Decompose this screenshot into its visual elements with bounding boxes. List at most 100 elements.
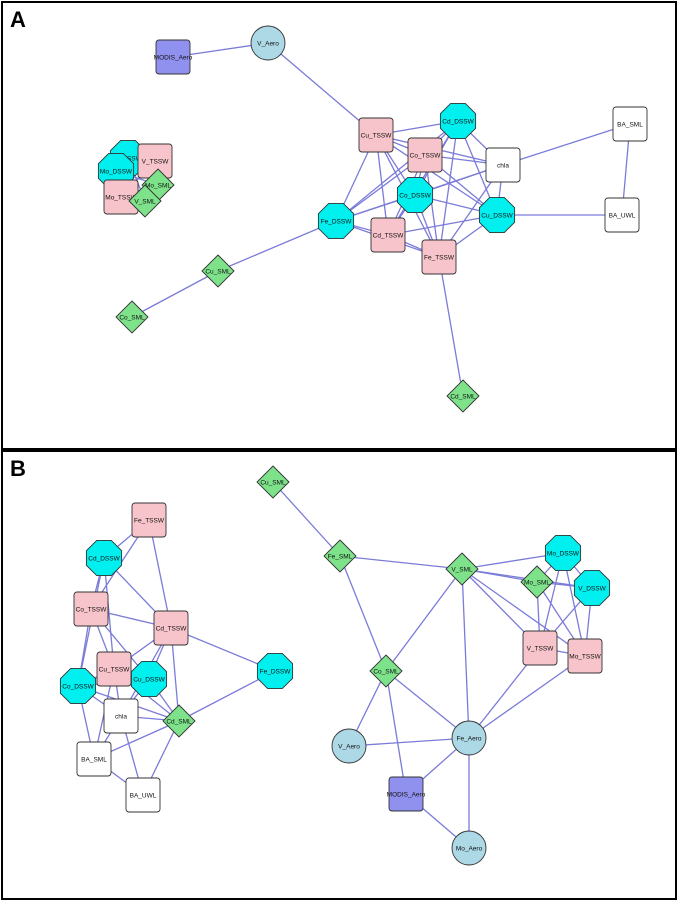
node-label: Fe_TSSW <box>134 518 165 525</box>
node-label: Cu_DSSW <box>133 677 165 684</box>
edge-mo_tssw-fe_aero <box>468 655 586 739</box>
diamond-shape <box>446 379 480 413</box>
node-label: V_SML <box>134 199 156 206</box>
node-cu-tssw: Cu_TSSW <box>96 651 132 687</box>
node-label: Fe_SML <box>328 554 353 561</box>
diamond-shape <box>128 184 162 218</box>
octagon-shape <box>544 534 582 572</box>
node-label: Cd_SML <box>166 719 192 726</box>
edge-fe_sml-co_sml <box>339 555 387 672</box>
node-label: Co_TSSW <box>410 153 442 160</box>
node-label: V_TSSW <box>527 646 555 653</box>
node-label: Cd_DSSW <box>442 119 474 126</box>
panel-a: A MODIS_AeroV_AeroV_DSSWV_TSSWMo_DSSWMo_… <box>1 1 677 450</box>
node-co-tssw: Co_TSSW <box>73 591 109 627</box>
node-v-tssw: V_TSSW <box>137 143 173 179</box>
node-label: Co_SML <box>373 669 399 676</box>
square-shape <box>358 117 394 153</box>
edge-cd_dssw-fe_tssw <box>438 120 459 258</box>
node-label: BA_UWL <box>130 793 157 800</box>
edge-fe_tssw-cd_sml <box>438 256 464 397</box>
node-co-sml: Co_SML <box>369 654 403 688</box>
diamond-shape <box>369 654 403 688</box>
node-label: Mo_DSSW <box>547 551 580 558</box>
node-label: Fe_Aero <box>457 736 482 743</box>
node-label: Mo_TSSW <box>569 654 601 661</box>
node-cd-dssw: Cd_DSSW <box>85 539 123 577</box>
octagon-shape <box>573 569 611 607</box>
edge-cu_sml-fe_sml <box>272 481 341 557</box>
node-label: Cu_DSSW <box>481 213 513 220</box>
node-cd-tssw: Cd_TSSW <box>153 610 189 646</box>
octagon-shape <box>396 176 434 214</box>
node-fe-dssw: Fe_DSSW <box>256 652 294 690</box>
node-chla: chla <box>103 698 139 734</box>
node-label: V_Aero <box>257 41 279 48</box>
node-label: Cd_DSSW <box>88 556 120 563</box>
node-label: MODIS_Aero <box>154 55 193 62</box>
octagon-shape <box>59 667 97 705</box>
edge-fe_aero-v_aero <box>348 737 470 747</box>
node-chla: chla <box>485 147 521 183</box>
square-shape <box>604 197 640 233</box>
circle-shape <box>451 720 487 756</box>
node-label: chla <box>497 163 509 170</box>
edge-v_sml-fe_aero <box>461 568 470 739</box>
node-label: Cu_SML <box>260 480 286 487</box>
node-v-sml: V_SML <box>128 184 162 218</box>
node-fe-tssw: Fe_TSSW <box>131 502 167 538</box>
node-v-sml: V_SML <box>445 552 479 586</box>
octagon-shape <box>256 652 294 690</box>
square-shape <box>103 698 139 734</box>
diamond-shape <box>115 300 149 334</box>
node-v-aero: V_Aero <box>250 25 286 61</box>
square-shape <box>131 502 167 538</box>
node-cd-tssw: Cd_TSSW <box>370 217 406 253</box>
node-label: chla <box>115 714 127 721</box>
node-co-dssw: Co_DSSW <box>59 667 97 705</box>
square-shape <box>485 147 521 183</box>
node-fe-sml: Fe_SML <box>323 539 357 573</box>
node-label: Mo_SML <box>145 183 171 190</box>
edge-cu_sml-co_sml <box>131 270 219 318</box>
node-label: Cd_SML <box>450 394 476 401</box>
node-cd-sml: Cd_SML <box>446 379 480 413</box>
node-mo-aero: Mo_Aero <box>451 830 487 866</box>
square-shape <box>125 777 161 813</box>
square-shape <box>76 741 112 777</box>
node-label: Cd_TSSW <box>156 626 188 633</box>
square-shape <box>522 630 558 666</box>
node-label: Cu_TSSW <box>361 133 393 140</box>
node-cu-tssw: Cu_TSSW <box>358 117 394 153</box>
square-shape <box>421 239 457 275</box>
edge-v_sml-mo_tssw <box>461 568 586 657</box>
node-modis-aero: MODIS_Aero <box>387 776 426 812</box>
node-label: BA_SML <box>617 122 643 129</box>
diamond-shape <box>520 565 554 599</box>
circle-shape <box>451 830 487 866</box>
node-label: Co_DSSW <box>62 684 94 691</box>
node-label: V_Aero <box>338 744 360 751</box>
diamond-shape <box>201 254 235 288</box>
square-shape <box>155 39 191 75</box>
nodes: Cu_SML Fe_TSSW Cd_DSSW Fe_SML V_SML Mo_DSSW Mo… <box>59 465 611 866</box>
square-shape <box>567 638 603 674</box>
circle-shape <box>331 728 367 764</box>
panel-a-label: A <box>10 7 26 32</box>
node-modis-aero: MODIS_Aero <box>154 39 193 75</box>
octagon-shape <box>130 660 168 698</box>
edge-co_sml-fe_aero <box>385 670 470 739</box>
node-cu-sml: Cu_SML <box>256 465 290 499</box>
square-shape <box>407 137 443 173</box>
square-shape <box>388 776 424 812</box>
octagon-shape <box>85 539 123 577</box>
node-label: Mo_SML <box>524 580 550 587</box>
node-label: BA_UWL <box>609 213 636 220</box>
diamond-shape <box>323 539 357 573</box>
square-shape <box>73 591 109 627</box>
node-cu-dssw: Cu_DSSW <box>478 196 516 234</box>
edge-fe_dssw-cu_sml <box>217 220 337 272</box>
node-label: Cd_TSSW <box>373 233 405 240</box>
octagon-shape <box>317 202 355 240</box>
